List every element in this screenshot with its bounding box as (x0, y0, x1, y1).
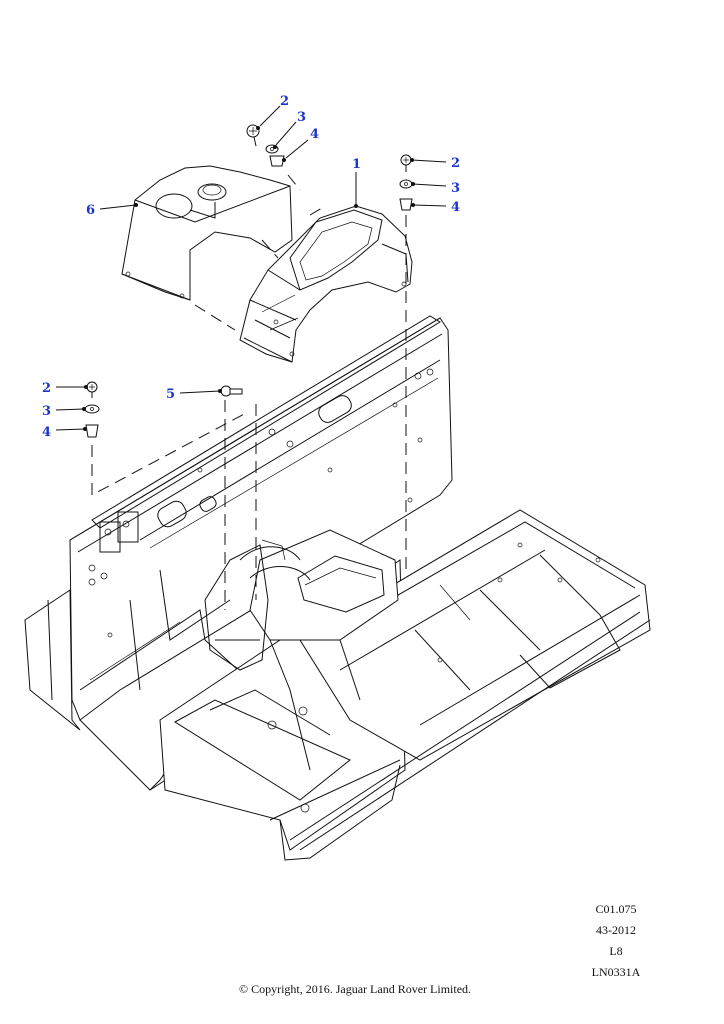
part-6-insulation[interactable] (121, 165, 293, 301)
leader-lines (55, 105, 447, 431)
level-code: L8 (609, 944, 623, 958)
copyright-notice: © Copyright, 2016. Jaguar Land Rover Lim… (238, 982, 472, 996)
callout-5[interactable]: 5 (166, 387, 175, 402)
fastener-stack-right[interactable] (399, 154, 413, 211)
callout-3-left[interactable]: 3 (42, 404, 51, 419)
callout-2-left[interactable]: 2 (42, 381, 51, 396)
illustration-code: LN0331A (591, 965, 641, 979)
part-5-screw[interactable] (220, 385, 243, 397)
callout-4-left[interactable]: 4 (42, 425, 51, 440)
date-code: 43-2012 (596, 923, 636, 937)
callout-3-top[interactable]: 3 (297, 110, 306, 125)
callout-2-right[interactable]: 2 (451, 156, 460, 171)
callout-2-top[interactable]: 2 (280, 94, 289, 109)
floor-bulkhead-assembly (24, 315, 651, 861)
callout-1[interactable]: 1 (352, 157, 361, 172)
callout-4-top[interactable]: 4 (310, 127, 319, 142)
fastener-stack-top[interactable] (246, 124, 285, 167)
ref-code: C01.075 (595, 902, 637, 916)
callout-6[interactable]: 6 (86, 203, 95, 218)
callout-3-right[interactable]: 3 (451, 181, 460, 196)
alignment-lines (91, 174, 407, 610)
fastener-stack-left[interactable] (84, 381, 100, 438)
callout-4-right[interactable]: 4 (451, 200, 460, 215)
